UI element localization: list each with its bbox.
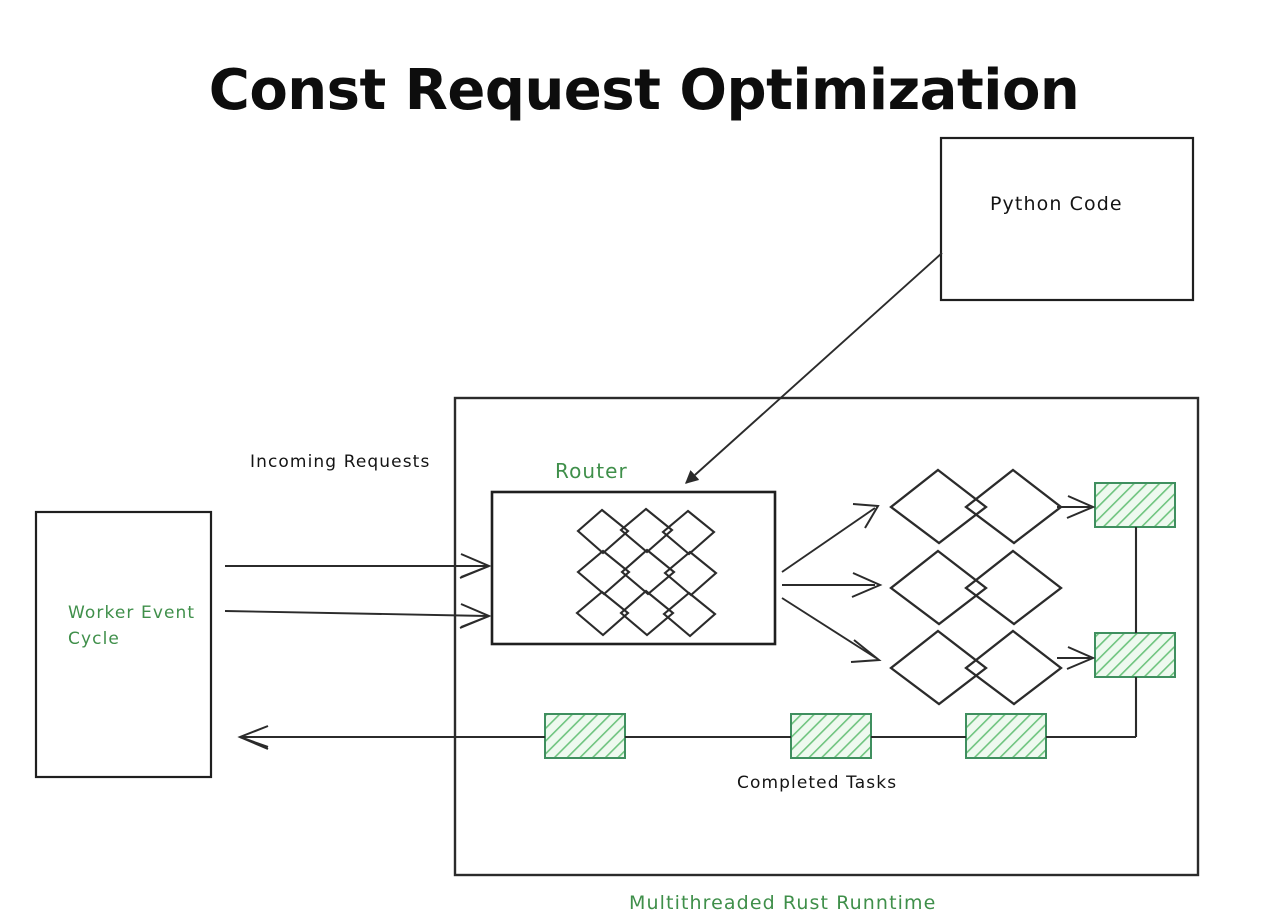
python-code-box[interactable] bbox=[939, 136, 1195, 302]
router-box[interactable] bbox=[490, 490, 777, 646]
task-box-bottom-right[interactable] bbox=[965, 713, 1047, 759]
arrow-incoming-request-1 bbox=[225, 553, 492, 579]
arrow-lane1-to-task bbox=[1057, 495, 1096, 519]
runtime-container-box[interactable] bbox=[453, 396, 1200, 877]
arrow-router-to-lane-3 bbox=[781, 597, 882, 663]
router-label: Router bbox=[555, 459, 628, 483]
task-box-mid-right[interactable] bbox=[1094, 632, 1176, 678]
completed-tasks-rail bbox=[237, 725, 1136, 750]
arrow-router-to-lane-2 bbox=[782, 572, 883, 598]
python-code-label: Python Code bbox=[990, 193, 1123, 215]
runtime-container-label: Multithreaded Rust Runntime bbox=[629, 892, 937, 914]
worker-event-cycle-box[interactable] bbox=[34, 510, 213, 779]
arrow-incoming-request-2 bbox=[224, 603, 492, 629]
worker-lane-diamonds bbox=[889, 468, 1063, 706]
task-box-bottom-mid[interactable] bbox=[790, 713, 872, 759]
worker-event-cycle-label: Worker Event Cycle bbox=[68, 603, 196, 649]
arrow-router-to-lane-1 bbox=[781, 503, 880, 573]
router-diamond-grid bbox=[575, 507, 718, 638]
task-box-top-right[interactable] bbox=[1094, 482, 1176, 528]
arrow-lane3-to-task bbox=[1057, 646, 1096, 670]
page-title: Const Request Optimization bbox=[208, 58, 1080, 123]
task-box-bottom-left[interactable] bbox=[544, 713, 626, 759]
arrow-python-to-router bbox=[685, 252, 943, 484]
incoming-requests-label: Incoming Requests bbox=[250, 452, 431, 472]
completed-tasks-label: Completed Tasks bbox=[737, 773, 898, 793]
